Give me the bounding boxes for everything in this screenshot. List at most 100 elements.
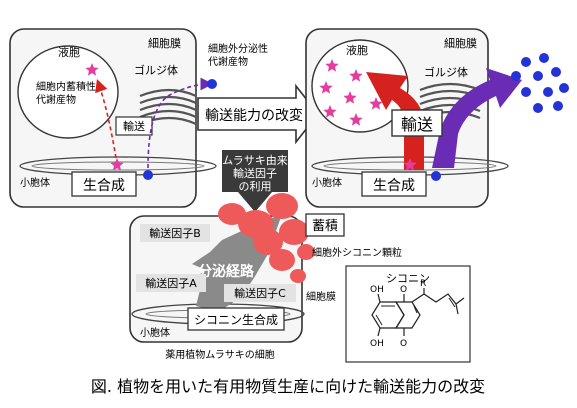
figure-caption: 図. 植物を用いた有用物質生産に向けた輸送能力の改変 (91, 377, 485, 396)
methyl-branch (455, 303, 459, 315)
oh-top-bond (377, 293, 381, 303)
right-star-synthesis (403, 158, 417, 171)
secreted-dot (207, 79, 217, 89)
o-bottom-label: O (400, 339, 407, 349)
left-purple-dashed-arrow (147, 77, 214, 169)
right-cell-membrane-label: 細胞膜 (444, 37, 477, 50)
secreted-dot (533, 103, 543, 113)
text-line: 代謝産物 (36, 93, 76, 106)
structure-frame (345, 265, 471, 363)
right-star (323, 105, 337, 118)
right-biosynthesis-box (361, 171, 427, 197)
right-red-arrow (366, 72, 424, 170)
bottom-cell-membrane-label: 細胞膜 (306, 290, 336, 303)
oh-bottom-bond (377, 327, 381, 337)
secretory-product-label: 細胞外分泌性代謝産物 (208, 42, 268, 68)
right-star (319, 81, 333, 94)
right-transport-label: 輸送 (401, 115, 433, 134)
factor-a-label: 輸送因子A (145, 276, 197, 290)
shikonin-structure: シコニン OH OH O O R (345, 265, 471, 363)
modification-arrow: 輸送能力の改変 (197, 83, 320, 145)
left-golgi (139, 88, 197, 126)
factor-box-shape (222, 150, 288, 212)
right-purple-arrow (432, 68, 522, 168)
text-line: の利用 (239, 180, 272, 193)
accumulation-box (305, 213, 345, 237)
secreted-dot (511, 71, 521, 81)
text-line: 輸送因子 (233, 166, 277, 180)
r-label: R (420, 279, 426, 289)
granule (253, 229, 283, 255)
left-cell: 液胞 細胞膜 細胞内蓄積性代謝産物 ゴルジ体 輸送 小胞体 生合成 (9, 28, 217, 208)
secreted-dot (543, 87, 553, 97)
factor-c-label: 輸送因子C (234, 286, 286, 300)
right-star (349, 69, 363, 82)
left-transport-label: 輸送 (123, 119, 145, 133)
right-cell: 液胞 細胞膜 ゴルジ体 小胞体 輸送 生合成 (305, 28, 522, 208)
secreted-dot (521, 57, 531, 67)
side-chain-double (448, 297, 456, 308)
oh-top-label: OH (370, 285, 384, 295)
factor-c-box (224, 284, 296, 302)
left-dot-synthesis (143, 170, 153, 180)
aromatic-inner-bonds (375, 314, 383, 326)
secreted-dots-cluster (511, 53, 569, 113)
factor-box: ムラサキ由来輸送因子の利用 (222, 150, 288, 212)
left-red-dashed-arrow (95, 78, 117, 159)
right-star (325, 59, 339, 72)
modification-label: 輸送能力の改変 (205, 107, 303, 124)
bottom-cell-caption: 薬用植物ムラサキの細胞 (165, 348, 275, 361)
right-vacuole-stars (319, 59, 383, 126)
left-golgi-label: ゴルジ体 (134, 63, 178, 77)
factor-box-label: ムラサキ由来輸送因子の利用 (222, 153, 287, 193)
text-line: 代謝産物 (208, 55, 248, 68)
left-star-synthesis (110, 158, 124, 171)
shikonin-biosynthesis-box (187, 307, 285, 331)
right-star (343, 91, 357, 104)
secretion-pathway-label: 分泌経路 (198, 263, 255, 280)
o-top-label: O (400, 285, 407, 295)
right-plastid-label: 小胞体 (312, 177, 342, 189)
left-biosynthesis-label: 生合成 (83, 178, 125, 194)
left-vacuole-label: 液胞 (58, 45, 80, 59)
left-accumulated-product-label: 細胞内蓄積性代謝産物 (36, 80, 96, 106)
side-chain (411, 293, 465, 305)
factor-a-box (136, 274, 206, 292)
right-vacuole-label: 液胞 (346, 43, 368, 57)
right-biosynthesis-label: 生合成 (373, 178, 415, 194)
bottom-plastid-label: 小胞体 (140, 327, 170, 339)
quinone-double-bond (413, 305, 418, 314)
right-star (349, 113, 363, 126)
granule (269, 249, 295, 271)
left-star-vacuole (85, 63, 99, 76)
shikonin-biosynthesis-label: シコニン生合成 (194, 312, 278, 327)
left-cell-membrane-label: 細胞膜 (148, 37, 181, 50)
factor-b-label: 輸送因子B (149, 226, 201, 240)
text-line: 細胞外分泌性 (208, 42, 268, 55)
secreted-dot (553, 101, 563, 111)
structure-title: シコニン (386, 272, 430, 285)
right-dot-synthesis (431, 171, 441, 181)
left-biosynthesis-box (71, 171, 137, 197)
right-golgi-label: ゴルジ体 (424, 65, 468, 79)
right-vacuole (311, 39, 409, 133)
right-transport-box (391, 109, 443, 137)
granule (297, 244, 315, 260)
secreted-dot (551, 67, 561, 77)
granule (290, 269, 306, 283)
oh-bottom-label: OH (370, 339, 384, 349)
shikonin-granules (218, 193, 315, 283)
factor-b-box (140, 224, 210, 242)
accumulation-label: 蓄積 (312, 219, 338, 234)
granule (279, 219, 309, 245)
secreted-dot (539, 53, 549, 63)
secreted-dot (521, 87, 531, 97)
text-line: ムラサキ由来 (222, 153, 287, 167)
granule (266, 193, 298, 219)
right-star (369, 97, 383, 110)
granule-label: 細胞外シコニン顆粒 (312, 246, 402, 259)
left-plastid-label: 小胞体 (20, 177, 50, 189)
text-line: 細胞内蓄積性 (36, 80, 96, 93)
secreted-dot (559, 83, 569, 93)
